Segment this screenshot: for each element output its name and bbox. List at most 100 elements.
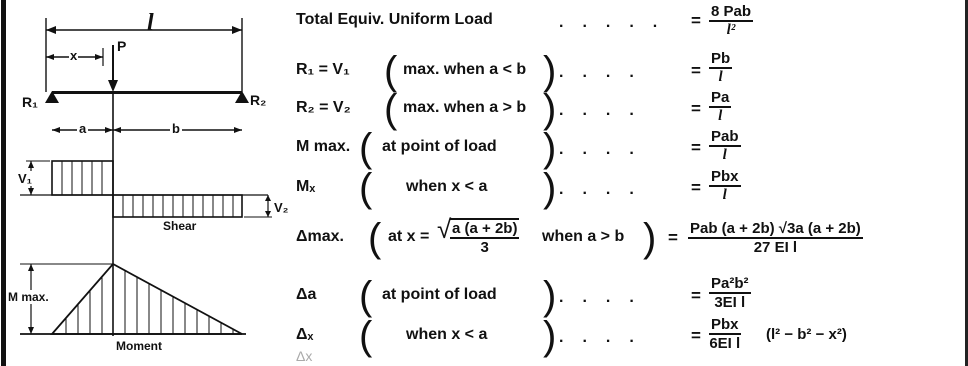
formula-table: Total Equiv. Uniform Load ..... = 8 Pab … bbox=[296, 0, 966, 366]
leader-dots: .... bbox=[559, 64, 653, 81]
x-arrow-right bbox=[95, 54, 103, 60]
row-label: Δa bbox=[296, 286, 317, 303]
open-paren: ( bbox=[359, 314, 373, 358]
beam bbox=[52, 91, 242, 94]
fraction-numerator: Pbx bbox=[709, 168, 741, 187]
open-paren: ( bbox=[384, 49, 398, 93]
fraction-numerator: Pab (a + 2b) √3a (a + 2b) bbox=[688, 220, 863, 239]
leader-dots: ..... bbox=[559, 14, 677, 31]
beam-diagram: l x P R₁ R₂ a b V₁ V₂ Shear M max. Momen… bbox=[6, 0, 288, 366]
a-label: a bbox=[77, 121, 89, 136]
b-arrow-left bbox=[113, 127, 121, 133]
right-border bbox=[965, 0, 968, 366]
v2-label: V₂ bbox=[274, 200, 289, 215]
fraction-denominator: 6EI l bbox=[709, 335, 741, 352]
equals-sign: = bbox=[691, 178, 701, 197]
x-label: x bbox=[69, 48, 79, 63]
open-paren: ( bbox=[359, 126, 373, 170]
span-length-label: l bbox=[147, 10, 154, 36]
formula-fraction: Pa²b² 3EI l bbox=[709, 275, 751, 311]
row-label: R₁ = V₁ bbox=[296, 61, 350, 78]
formula-tail: (l² − b² − x²) bbox=[766, 326, 847, 343]
fraction-denominator: 27 EI l bbox=[753, 239, 798, 256]
sqrt-numerator: a (a + 2b) bbox=[450, 220, 520, 239]
equals-sign: = bbox=[691, 11, 701, 30]
row-label: Total Equiv. Uniform Load bbox=[296, 11, 493, 28]
leader-dots: .... bbox=[559, 329, 653, 346]
x-arrow-left bbox=[46, 54, 54, 60]
faint-handwritten-note: Δx bbox=[296, 348, 313, 364]
shear-negative-block bbox=[112, 194, 243, 218]
beam-diagram-drawing bbox=[20, 18, 272, 336]
formula-fraction: 8 Pab l² bbox=[709, 3, 754, 39]
row-label: Mₓ bbox=[296, 178, 316, 195]
row-label: Δₓ bbox=[296, 326, 314, 343]
fraction-numerator: Pab bbox=[709, 128, 741, 147]
row-condition: when x < a bbox=[406, 178, 488, 195]
row-condition: when x < a bbox=[406, 326, 488, 343]
row-condition: max. when a > b bbox=[403, 99, 527, 116]
close-paren: ) bbox=[543, 49, 557, 93]
span-arrow-left bbox=[46, 26, 56, 34]
support-right bbox=[235, 91, 249, 103]
row-condition: max. when a < b bbox=[403, 61, 527, 78]
row-label: R₂ = V₂ bbox=[296, 99, 351, 116]
close-paren: ) bbox=[543, 87, 557, 131]
formula-fraction: Pa l bbox=[709, 89, 732, 125]
formula-fraction: Pb l bbox=[709, 50, 733, 86]
leader-dots: .... bbox=[559, 289, 653, 306]
a-arrow-left bbox=[52, 127, 60, 133]
fraction-denominator: 3EI l bbox=[714, 294, 746, 311]
load-arrow-head bbox=[108, 80, 118, 92]
a-arrow-right bbox=[105, 127, 113, 133]
row-condition: at point of load bbox=[382, 138, 497, 155]
open-paren: ( bbox=[368, 216, 382, 260]
formula-row-r1: R₁ = V₁ ( max. when a < b ) .... = Pb l bbox=[296, 50, 966, 101]
r2-label: R₂ bbox=[250, 92, 267, 108]
formula-fraction: Pbx l bbox=[709, 168, 741, 204]
formula-row-deflection-x: Δₓ ( when x < a ) .... = Pbx 6EI l (l² −… bbox=[296, 316, 966, 366]
formula-row-deflection-a: Δa ( at point of load ) .... = Pa²b² 3EI… bbox=[296, 275, 966, 326]
row-condition: at point of load bbox=[382, 286, 497, 303]
fraction-numerator: Pa²b² bbox=[709, 275, 751, 294]
moment-label: Moment bbox=[116, 339, 162, 353]
fraction-numerator: 8 Pab bbox=[709, 3, 754, 22]
fraction-denominator: l bbox=[722, 187, 727, 203]
mmax-label: M max. bbox=[8, 290, 49, 304]
close-paren: ) bbox=[543, 126, 557, 170]
leader-dots: .... bbox=[559, 141, 653, 158]
formula-fraction: Pab l bbox=[709, 128, 741, 164]
formula-row-mx: Mₓ ( when x < a ) .... = Pbx l bbox=[296, 168, 966, 218]
equals-sign: = bbox=[668, 228, 678, 247]
row-condition-suffix: when a > b bbox=[542, 228, 625, 245]
r1-label: R₁ bbox=[22, 94, 38, 110]
equals-sign: = bbox=[691, 286, 701, 305]
load-label: P bbox=[117, 38, 127, 54]
support-left bbox=[45, 91, 59, 103]
equals-sign: = bbox=[691, 326, 701, 345]
fraction-denominator: l bbox=[722, 147, 727, 163]
span-arrow-right bbox=[232, 26, 242, 34]
leader-dots: .... bbox=[559, 181, 653, 198]
fraction-denominator: l bbox=[718, 69, 723, 85]
sqrt-denominator: 3 bbox=[480, 239, 489, 256]
row-label: Δmax. bbox=[296, 228, 344, 245]
fraction-numerator: Pbx bbox=[709, 316, 741, 335]
formula-row-total-load: Total Equiv. Uniform Load ..... = 8 Pab … bbox=[296, 3, 966, 51]
equals-sign: = bbox=[691, 61, 701, 80]
moment-triangle bbox=[50, 262, 243, 335]
close-paren: ) bbox=[543, 274, 557, 318]
formula-row-deflection-max: Δmax. ( at x = √ a (a + 2b) 3 when a > b… bbox=[296, 214, 966, 268]
row-condition: at x = bbox=[388, 228, 430, 245]
sqrt-fraction: a (a + 2b) 3 bbox=[450, 218, 520, 256]
fraction-numerator: Pa bbox=[709, 89, 732, 108]
left-border bbox=[1, 0, 6, 366]
leader-dots: .... bbox=[559, 102, 653, 119]
formula-row-mmax: M max. ( at point of load ) .... = Pab l bbox=[296, 128, 966, 178]
formula-fraction: Pab (a + 2b) √3a (a + 2b) 27 EI l bbox=[688, 220, 863, 256]
open-paren: ( bbox=[359, 166, 373, 210]
fraction-denominator: l² bbox=[726, 22, 736, 38]
open-paren: ( bbox=[384, 87, 398, 131]
equals-sign: = bbox=[691, 99, 701, 118]
equals-sign: = bbox=[691, 138, 701, 157]
